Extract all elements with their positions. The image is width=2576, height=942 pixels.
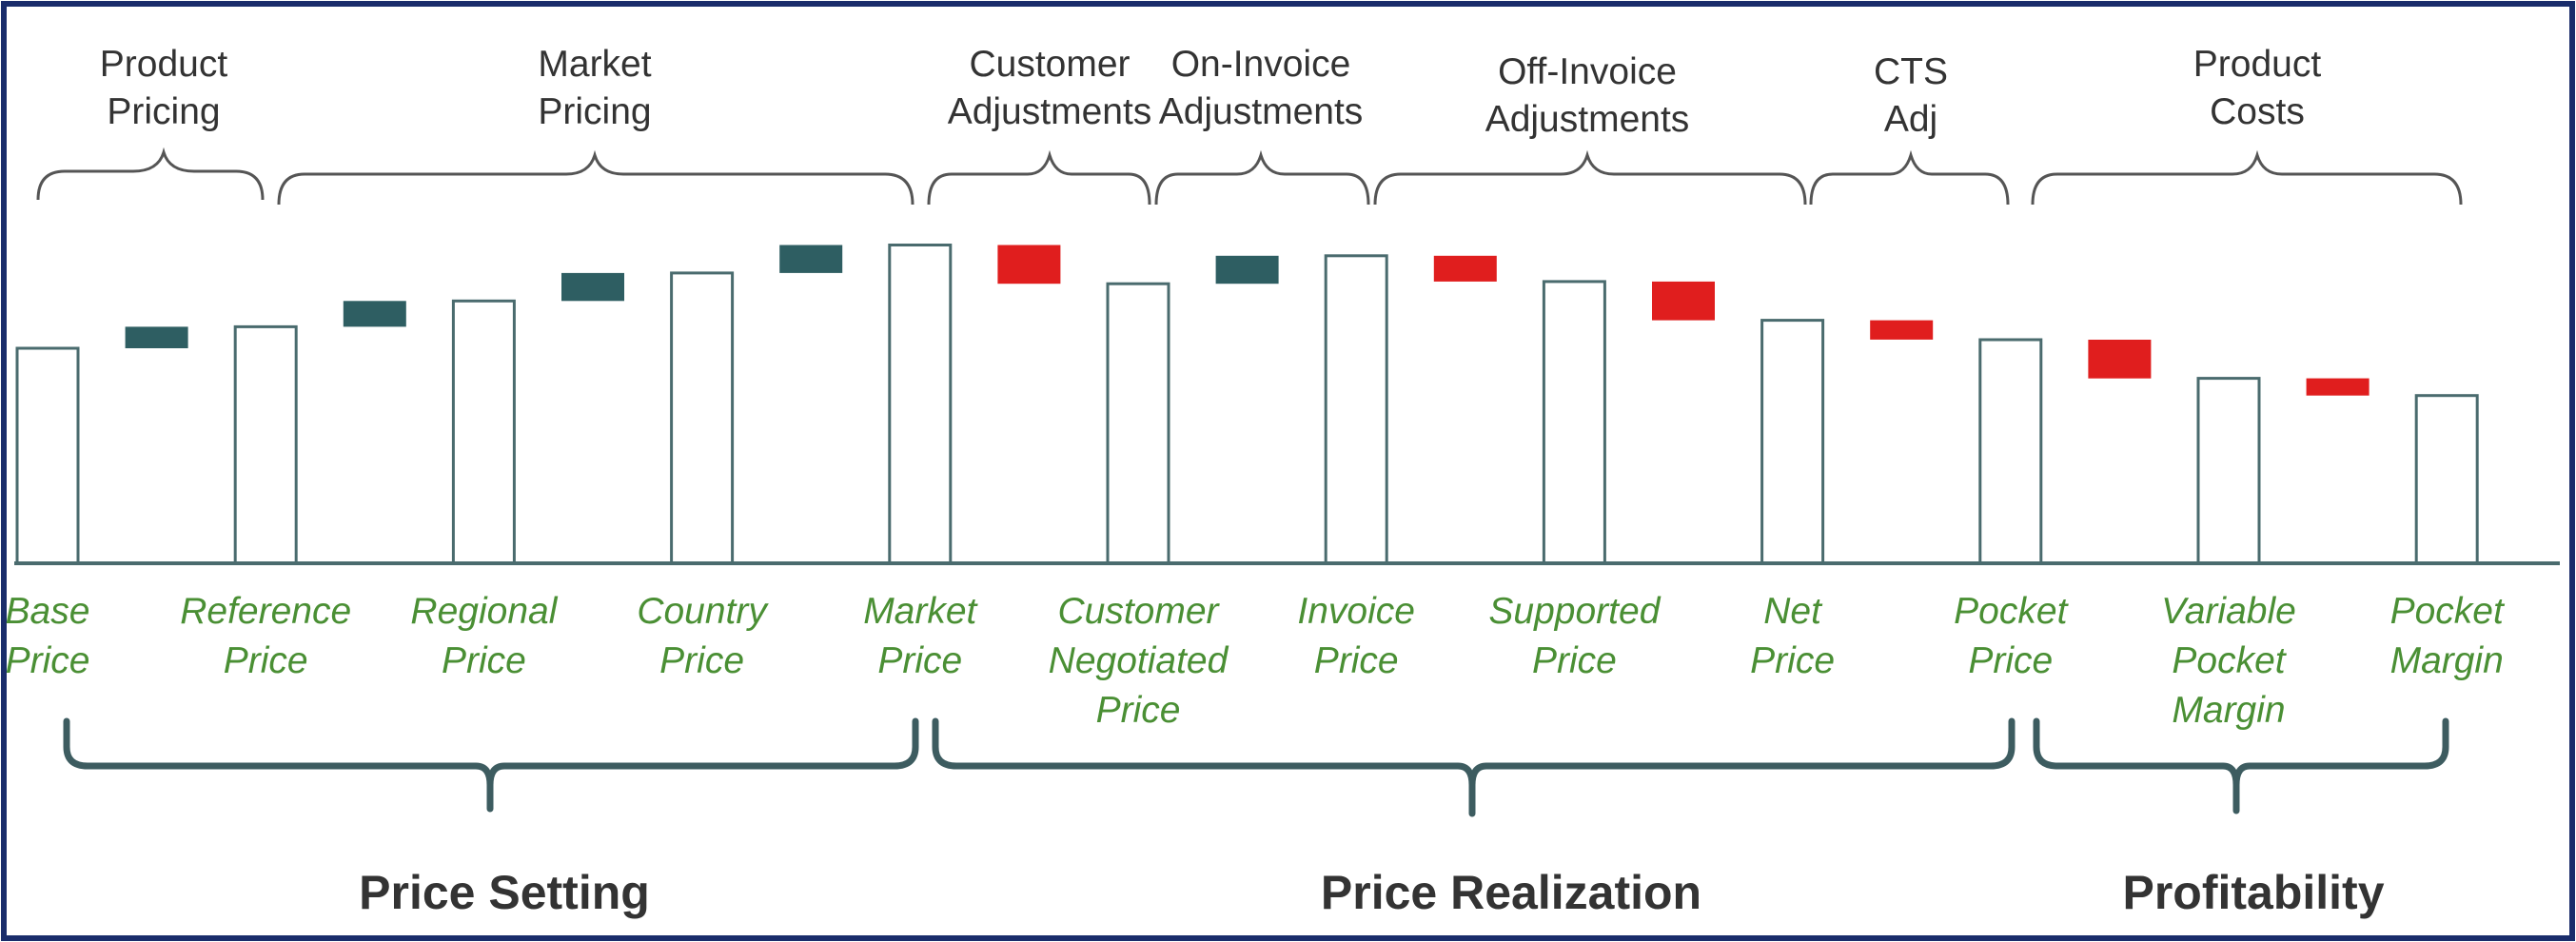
top-bracket-on-invoice-adjustments: On-Invoice Adjustments bbox=[1154, 44, 1370, 206]
curly-brace-icon bbox=[927, 149, 1151, 206]
bar-label-line: Price bbox=[1314, 640, 1399, 681]
bar-label-line: Customer bbox=[1057, 591, 1220, 632]
top-bracket-label-line: Product bbox=[2193, 44, 2322, 85]
total-bar bbox=[2196, 377, 2261, 565]
bar-label-line: Margin bbox=[2390, 640, 2504, 681]
top-bracket-cts-adj: CTS Adj bbox=[1809, 51, 2010, 206]
curly-brace-icon bbox=[1373, 149, 1807, 206]
bar-label-line: Price bbox=[1968, 640, 2053, 681]
bar-label-line: Price bbox=[442, 640, 526, 681]
decrease-bar bbox=[997, 245, 1061, 285]
top-bracket-label-line: Product bbox=[100, 44, 228, 85]
total-bar bbox=[1542, 280, 1606, 565]
increase-bar bbox=[343, 301, 406, 327]
group-bracket-group: Price Setting Price Realization Profitab… bbox=[63, 717, 2449, 919]
bar-label-line: Market bbox=[863, 591, 978, 632]
bar-label-line: Price bbox=[224, 640, 308, 681]
curly-brace-icon bbox=[1809, 149, 2010, 206]
bar-label-line: Price bbox=[1750, 640, 1835, 681]
total-bar bbox=[233, 324, 298, 565]
top-bracket-label-line: Off-Invoice bbox=[1498, 51, 1677, 92]
bar-label-line: Base bbox=[6, 591, 90, 632]
bar-label-line: Price bbox=[1532, 640, 1617, 681]
decrease-bar bbox=[2088, 340, 2152, 379]
increase-bar bbox=[779, 245, 843, 273]
curly-brace-icon bbox=[1154, 149, 1370, 206]
bar-label-line: Price bbox=[659, 640, 744, 681]
bar-label-line: Pocket bbox=[2172, 640, 2287, 681]
decrease-bar bbox=[1870, 320, 1934, 340]
increase-bar bbox=[125, 326, 188, 348]
bar-label-line: Price bbox=[1096, 690, 1181, 731]
total-bar bbox=[451, 299, 516, 565]
curly-brace-icon bbox=[36, 147, 265, 201]
decrease-bar bbox=[2306, 378, 2370, 396]
total-bar bbox=[1106, 282, 1170, 565]
bar-label-line: Pocket bbox=[1954, 591, 2069, 632]
top-bracket-off-invoice-adjustments: Off-Invoice Adjustments bbox=[1373, 51, 1807, 206]
top-bracket-product-costs: Product Costs bbox=[2031, 44, 2463, 206]
top-bracket-customer-adjustments: Customer Adjustments bbox=[927, 44, 1152, 206]
total-bar bbox=[1324, 254, 1388, 565]
total-bar bbox=[1978, 338, 2043, 565]
decrease-bar bbox=[1433, 255, 1497, 282]
total-bar bbox=[1760, 319, 1825, 565]
group-bracket-price-setting bbox=[63, 717, 919, 813]
top-bracket-product-pricing: Product Pricing bbox=[36, 44, 265, 201]
decrease-bar bbox=[1652, 281, 1715, 321]
bar-label-line: Margin bbox=[2172, 690, 2285, 731]
bar-label-line: Reference bbox=[180, 591, 351, 632]
bar-label-line: Regional bbox=[410, 591, 558, 632]
group-label-profitability: Profitability bbox=[2122, 866, 2384, 919]
top-bracket-label-line: Adj bbox=[1884, 99, 1937, 140]
top-bracket-label-line: Adjustments bbox=[1159, 91, 1364, 132]
bar-label-line: Price bbox=[877, 640, 962, 681]
group-bracket-profitability bbox=[2033, 717, 2449, 814]
bar-label-line: Invoice bbox=[1297, 591, 1415, 632]
curly-brace-icon bbox=[277, 149, 914, 206]
top-bracket-label-line: Adjustments bbox=[948, 91, 1152, 132]
bar-label-line: Negotiated bbox=[1049, 640, 1229, 681]
bar-label-line: Country bbox=[637, 591, 769, 632]
top-bracket-label-line: Pricing bbox=[107, 91, 220, 132]
bar-label-line: Variable bbox=[2161, 591, 2296, 632]
total-bar bbox=[2414, 394, 2479, 565]
top-bracket-label-line: On-Invoice bbox=[1171, 44, 1351, 85]
bar-label-line: Net bbox=[1763, 591, 1823, 632]
bar-label-line: Price bbox=[6, 640, 90, 681]
top-bracket-label-line: Adjustments bbox=[1485, 99, 1690, 140]
total-bar bbox=[15, 346, 80, 565]
top-bracket-market-pricing: Market Pricing bbox=[277, 44, 914, 206]
bar-label-line: Pocket bbox=[2390, 591, 2506, 632]
top-bracket-label-line: Pricing bbox=[538, 91, 651, 132]
top-bracket-group: Product Pricing Market Pricing Customer … bbox=[36, 44, 2463, 206]
top-bracket-label-line: Market bbox=[538, 44, 651, 85]
total-bar bbox=[670, 271, 735, 565]
top-bracket-label-line: Costs bbox=[2210, 91, 2305, 132]
group-label-price-setting: Price Setting bbox=[359, 866, 650, 919]
top-bracket-label-line: Customer bbox=[969, 44, 1130, 85]
top-bracket-label-line: CTS bbox=[1874, 51, 1948, 92]
curly-brace-icon bbox=[2031, 149, 2463, 206]
group-bracket-price-realization bbox=[932, 717, 2016, 817]
total-bar bbox=[888, 244, 953, 565]
bar-label-line: Supported bbox=[1488, 591, 1661, 632]
increase-bar bbox=[561, 272, 624, 302]
increase-bar bbox=[1215, 255, 1279, 285]
group-label-price-realization: Price Realization bbox=[1321, 866, 1701, 919]
